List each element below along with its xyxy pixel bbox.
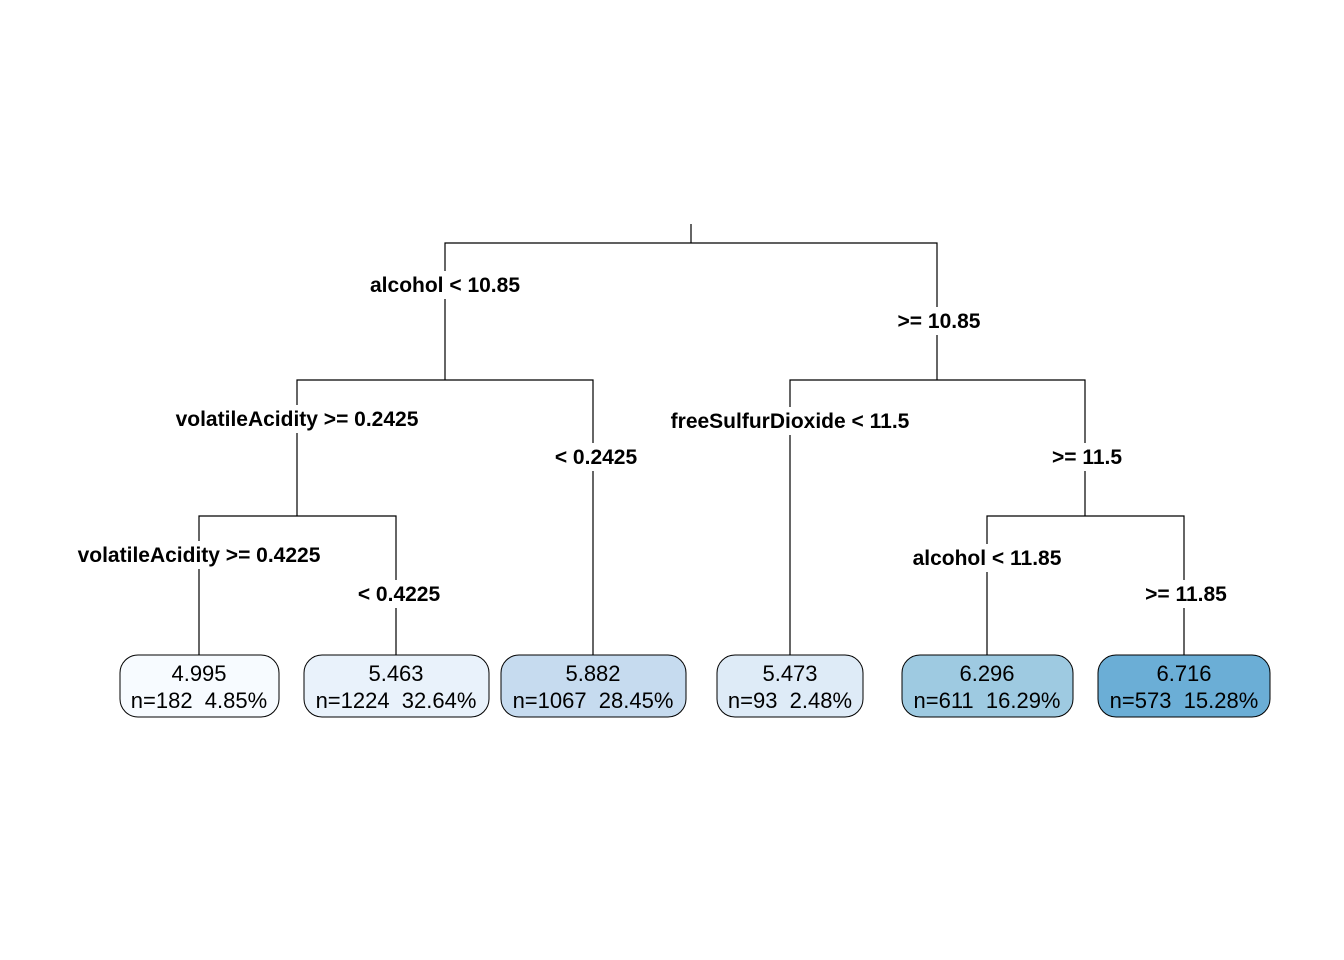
leaf-detail: n=182 4.85% [131,688,267,713]
split-label-volatileacidity-lt-0.4225: < 0.4225 [358,583,441,606]
leaf-detail: n=93 2.48% [728,688,852,713]
split-label-volatileacidity-ge-0.2425: volatileAcidity >= 0.2425 [176,408,419,431]
split-labels: alcohol < 10.85 >= 10.85 volatileAcidity… [62,271,1234,608]
split-label-alcohol-lt-11.85: alcohol < 11.85 [913,547,1062,570]
leaf-value: 5.882 [565,661,620,686]
split-label-volatileacidity-ge-0.4225: volatileAcidity >= 0.4225 [78,544,321,567]
root-branch [444,242,938,380]
split-label-alcohol-ge-11.85: >= 11.85 [1145,583,1227,606]
leaf-value: 6.716 [1156,661,1211,686]
leaf-value: 5.473 [762,661,817,686]
leaf-box [716,654,864,718]
leaf-node-6: 6.716 n=573 15.28% [1097,654,1271,718]
split-label-freesulfurdioxide-lt-11.5: freeSulfurDioxide < 11.5 [671,410,910,433]
split-label-freesulfurdioxide-ge-11.5: >= 11.5 [1052,446,1122,469]
leaf-node-1: 4.995 n=182 4.85% [119,654,280,718]
leaf-detail: n=1067 28.45% [513,688,674,713]
node2-branch [296,379,594,655]
leaf-box [303,654,490,718]
leaf-value: 5.463 [368,661,423,686]
leaf-node-2: 5.463 n=1224 32.64% [303,654,490,718]
leaf-box [901,654,1074,718]
leaf-box [500,654,687,718]
leaf-value: 4.995 [171,661,226,686]
leaf-node-4: 5.473 n=93 2.48% [716,654,864,718]
leaf-detail: n=611 16.29% [914,688,1061,713]
split-label-alcohol-ge-10.85: >= 10.85 [898,310,981,333]
leaf-nodes: 4.995 n=182 4.85% 5.463 n=1224 32.64% 5.… [119,654,1271,718]
split-label-volatileacidity-lt-0.2425: < 0.2425 [555,446,638,469]
leaf-node-5: 6.296 n=611 16.29% [901,654,1074,718]
leaf-node-3: 5.882 n=1067 28.45% [500,654,687,718]
leaf-value: 6.296 [959,661,1014,686]
leaf-detail: n=1224 32.64% [316,688,477,713]
split-label-alcohol-lt-10.85: alcohol < 10.85 [370,274,520,297]
leaf-box [119,654,280,718]
tree-edges [198,224,1185,655]
leaf-detail: n=573 15.28% [1110,688,1259,713]
leaf-box [1097,654,1271,718]
